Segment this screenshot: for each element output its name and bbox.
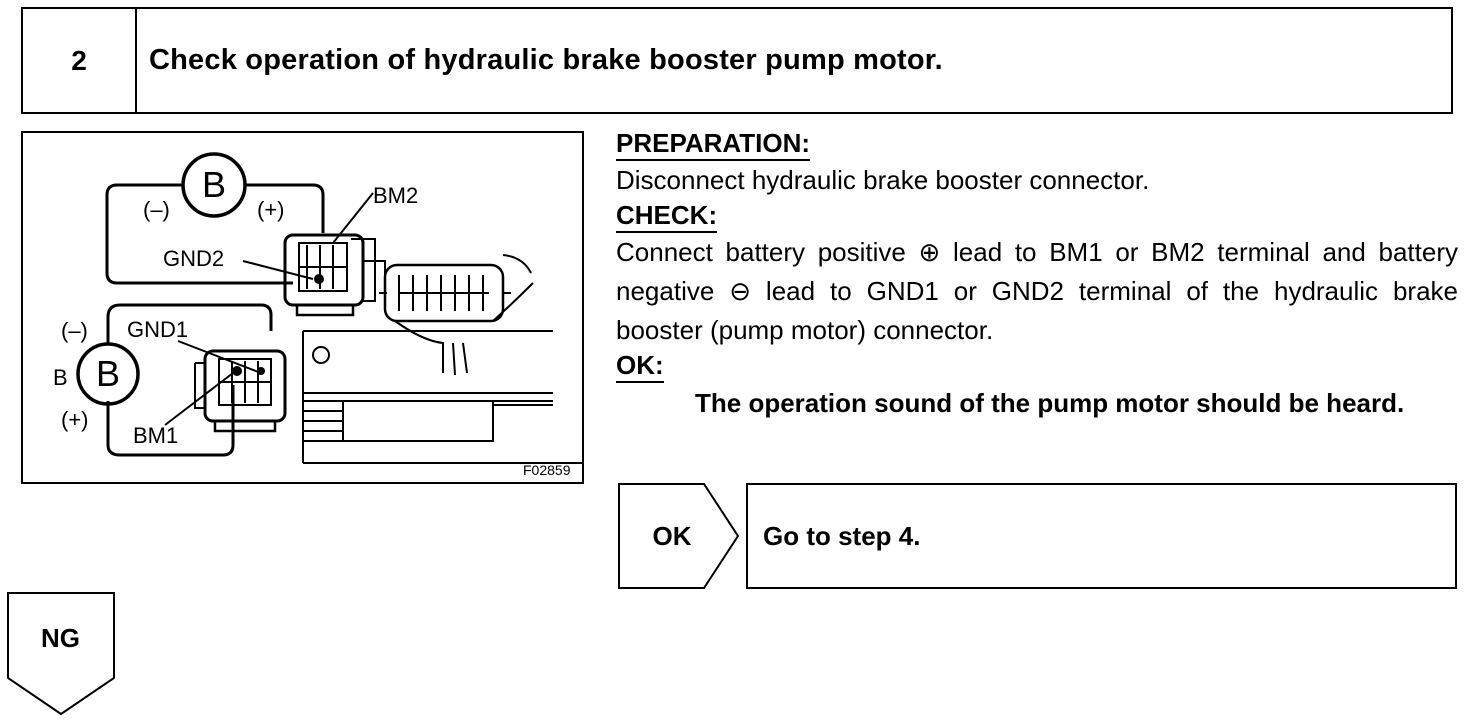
step-number: 2 xyxy=(23,9,137,112)
check-text: Connect battery positive ⊕ lead to BM1 o… xyxy=(616,237,1458,345)
figure-code: F02859 xyxy=(523,462,571,478)
step-header: 2 Check operation of hydraulic brake boo… xyxy=(21,7,1453,114)
preparation-text: Disconnect hydraulic brake booster conne… xyxy=(616,165,1150,195)
ng-label: NG xyxy=(41,622,80,653)
upper-minus-label: (–) xyxy=(143,197,170,222)
ok-action-box: Go to step 4. xyxy=(746,483,1457,589)
lower-minus-label: (–) xyxy=(61,318,88,343)
terminal-bm1-label: BM1 xyxy=(133,423,178,448)
lower-positive-lead xyxy=(106,385,235,457)
wiring-diagram: B B (–) (+) (–) (+) B BM2 GND2 GND1 BM1 … xyxy=(53,152,582,478)
ok-heading: OK: xyxy=(616,350,664,383)
ok-action-text: Go to step 4. xyxy=(763,520,921,551)
side-b-label: B xyxy=(53,365,68,390)
terminal-gnd1-label: GND1 xyxy=(127,317,188,342)
ok-label: OK xyxy=(652,520,692,551)
ok-text: The operation sound of the pump motor sh… xyxy=(695,388,1405,418)
lower-connector-body xyxy=(203,349,287,423)
lower-battery-circle xyxy=(76,342,140,406)
instructions: PREPARATION: Disconnect hydraulic brake … xyxy=(616,128,1458,423)
ng-arrow-shape xyxy=(7,592,115,716)
upper-connector-body xyxy=(283,233,365,307)
upper-negative-lead xyxy=(105,183,293,285)
lower-plus-label: (+) xyxy=(61,407,89,432)
check-heading: CHECK: xyxy=(616,200,718,233)
upper-positive-lead xyxy=(245,183,325,233)
terminal-bm2-label: BM2 xyxy=(373,183,418,208)
connector-illustration: B B (–) (+) (–) (+) B BM2 GND2 GND1 BM1 … xyxy=(21,131,584,484)
upper-battery-symbol: B xyxy=(202,164,226,205)
ok-arrow-shape xyxy=(618,483,740,589)
preparation-heading: PREPARATION: xyxy=(616,128,811,161)
lower-negative-lead xyxy=(106,303,273,343)
upper-battery-circle xyxy=(181,152,247,218)
lower-battery-symbol: B xyxy=(96,353,120,394)
upper-plus-label: (+) xyxy=(257,197,285,222)
terminal-gnd2-label: GND2 xyxy=(163,246,224,271)
step-title: Check operation of hydraulic brake boost… xyxy=(149,44,943,76)
